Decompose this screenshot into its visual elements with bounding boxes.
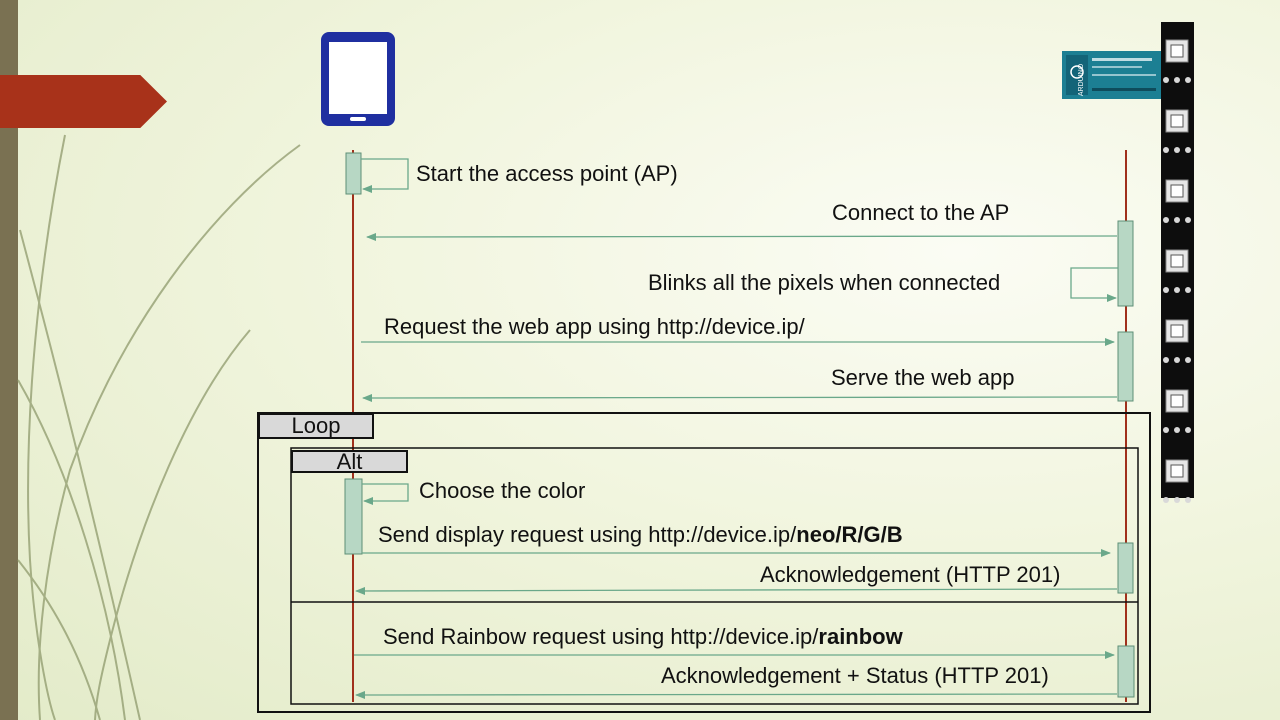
activation-bar (344, 478, 363, 555)
message-blink-pixels: Blinks all the pixels when connected (648, 270, 1001, 295)
rainbow-request-text: Send Rainbow request using http://device… (383, 624, 819, 649)
message-request-app: Request the web app using http://device.… (384, 314, 805, 339)
title-arrow-shape (0, 75, 167, 128)
neopixel-led-chip (1170, 464, 1184, 478)
neopixel-pad (1185, 77, 1191, 83)
message-ack-display: Acknowledgement (HTTP 201) (760, 562, 1061, 587)
activation-bar (1117, 542, 1134, 594)
neopixel-pad (1174, 357, 1180, 363)
neopixel-pad (1185, 147, 1191, 153)
arrow-connect-ap (366, 232, 1118, 241)
neopixel-pad (1163, 497, 1169, 503)
neopixel-pad (1174, 147, 1180, 153)
activation-bar (1117, 220, 1134, 307)
neopixel-pad (1163, 217, 1169, 223)
rainbow-request-path: rainbow (818, 624, 903, 649)
alt-frame-label: Alt (291, 450, 408, 473)
self-arrow-blink (1070, 267, 1118, 302)
arrow-serve-app (362, 393, 1118, 402)
neopixel-led-chip (1170, 44, 1184, 58)
activation-bar (345, 152, 362, 195)
arrow-ack-display (355, 586, 1118, 595)
neopixel-pad (1185, 357, 1191, 363)
decorative-grass (17, 134, 301, 720)
neopixel-pad (1163, 77, 1169, 83)
self-arrow-choose-color (362, 483, 409, 505)
neopixel-pad (1163, 427, 1169, 433)
neopixel-pad (1163, 287, 1169, 293)
neopixel-pad (1163, 357, 1169, 363)
message-display-request: Send display request using http://device… (378, 524, 903, 546)
loop-frame-label: Loop (258, 413, 374, 439)
neopixel-led-chip (1170, 184, 1184, 198)
slide-sidebar (0, 0, 18, 720)
message-rainbow-request: Send Rainbow request using http://device… (383, 626, 903, 648)
neopixel-pad (1185, 217, 1191, 223)
neopixel-led-chip (1170, 394, 1184, 408)
message-serve-app: Serve the web app (831, 365, 1015, 390)
neopixel-pad (1174, 427, 1180, 433)
arduino-board-icon: ARDUINO (1062, 51, 1162, 99)
display-request-text: Send display request using http://device… (378, 522, 797, 547)
message-connect-ap: Connect to the AP (832, 200, 1010, 225)
arrow-ack-rainbow (355, 690, 1118, 699)
tablet-icon (321, 32, 395, 126)
self-arrow-start-ap (361, 158, 409, 193)
activation-bars (344, 152, 1135, 698)
loop-frame (257, 412, 1151, 713)
neopixel-led-chip (1170, 114, 1184, 128)
alt-frame (290, 447, 1139, 705)
neopixel-strip-icon (1161, 22, 1194, 503)
message-start-ap: Start the access point (AP) (416, 161, 678, 186)
svg-text:ARDUINO: ARDUINO (1078, 63, 1085, 96)
message-ack-rainbow: Acknowledgement + Status (HTTP 201) (661, 663, 1049, 688)
activation-bar (1117, 645, 1135, 698)
message-choose-color: Choose the color (419, 478, 586, 503)
neopixel-pad (1163, 147, 1169, 153)
neopixel-pad (1174, 77, 1180, 83)
neopixel-pad (1185, 497, 1191, 503)
neopixel-led-chip (1170, 254, 1184, 268)
message-arrows (354, 158, 1118, 699)
neopixel-pad (1174, 497, 1180, 503)
neopixel-pad (1174, 287, 1180, 293)
neopixel-pad (1185, 287, 1191, 293)
display-request-path: neo/R/G/B (796, 522, 903, 547)
neopixel-pad (1185, 427, 1191, 433)
activation-bar (1117, 331, 1134, 402)
neopixel-led-chip (1170, 324, 1184, 338)
neopixel-pad (1174, 217, 1180, 223)
